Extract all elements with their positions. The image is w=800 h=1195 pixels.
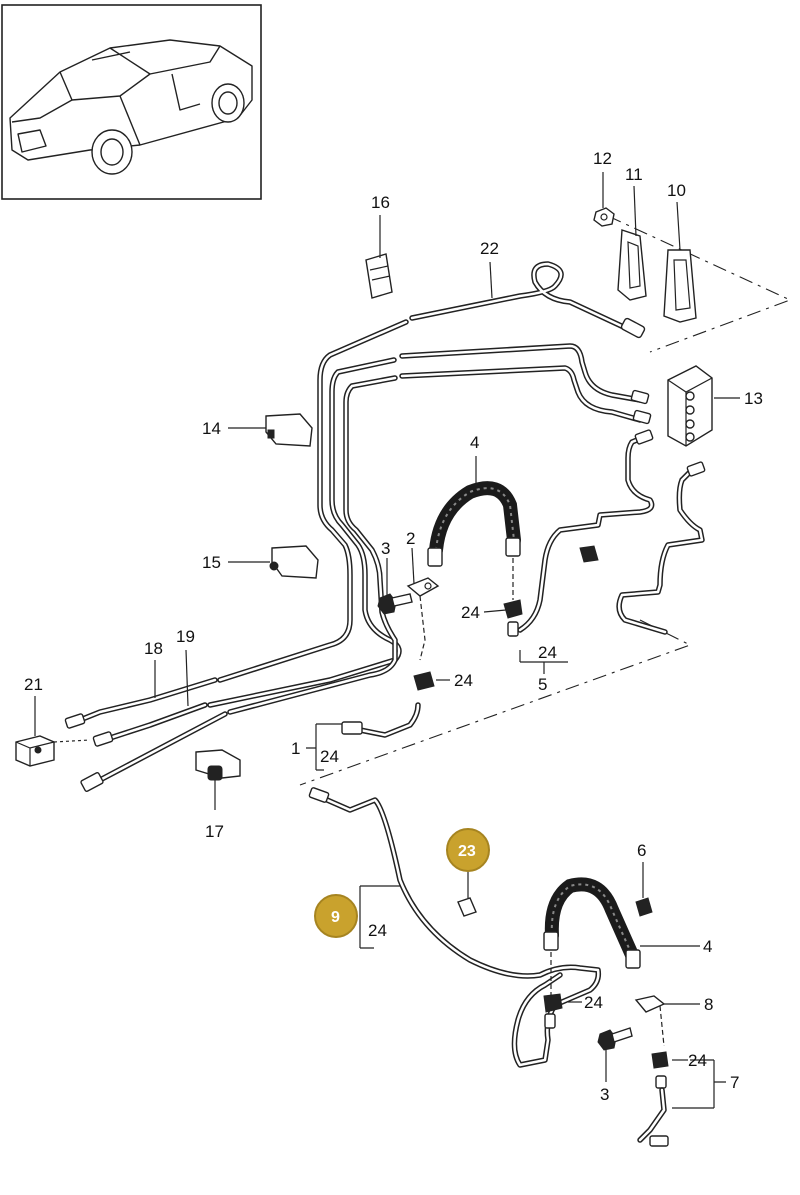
callout-8: 8 [704,995,713,1014]
callout-14: 14 [202,419,221,438]
brake-line-icon [77,261,705,783]
callout-10: 10 [667,181,686,200]
brake-hose-lower [543,877,641,1029]
clip-icon [365,253,393,299]
callout-24-a: 24 [461,603,480,622]
callout-24-f: 24 [584,993,603,1012]
lower-right-assembly [597,995,669,1147]
bracket-17 [195,749,241,810]
clip-23 [457,897,477,917]
callout-6: 6 [637,841,646,860]
bolt-icon [377,593,413,615]
callout-5: 5 [538,675,547,694]
bracket-2 [406,577,440,661]
callout-18: 18 [144,639,163,658]
callout-1: 1 [291,739,300,758]
callout-11: 11 [625,165,643,184]
badge-23[interactable]: 23 [446,828,490,872]
callout-16: 16 [371,193,390,212]
clip-icon-set [413,545,599,691]
distributor-block-icon [667,365,713,447]
badge-23-label: 23 [458,843,476,860]
brake-hose-icon [427,481,521,600]
callout-13: 13 [744,389,763,408]
badge-9[interactable]: 9 [314,894,358,938]
car-thumbnail-icon [9,39,253,175]
callout-21: 21 [24,675,43,694]
car-thumbnail [1,4,262,200]
callout-4-upper: 4 [470,433,479,452]
bracket-icon [265,413,319,579]
callout-24-d: 24 [320,747,339,766]
lower-brake-line [308,787,602,1068]
callout-24-b: 24 [454,671,473,690]
callout-3-upper: 3 [381,539,390,558]
fittings [64,389,706,792]
callout-4-lower: 4 [703,937,712,956]
callout-17: 17 [205,822,224,841]
callout-24-g: 24 [688,1051,707,1070]
leader-lines [34,172,740,1109]
assembly-boundary [299,215,792,786]
nut-icon [593,207,615,227]
callout-12: 12 [593,149,612,168]
callout-24-c: 24 [538,643,557,662]
callout-3-lower: 3 [600,1085,609,1104]
callout-2: 2 [406,529,415,548]
callout-19: 19 [176,627,195,646]
callout-15: 15 [202,553,221,572]
callout-22: 22 [480,239,499,258]
callout-7: 7 [730,1073,739,1092]
badge-9-label: 9 [331,909,340,926]
connector-block-21 [15,735,91,767]
gasket-icon [617,229,697,323]
callout-labels: 16 22 12 11 10 13 14 15 4 3 2 24 24 24 5… [24,149,763,1104]
nut-6 [635,897,653,917]
callout-24-e: 24 [368,921,387,940]
